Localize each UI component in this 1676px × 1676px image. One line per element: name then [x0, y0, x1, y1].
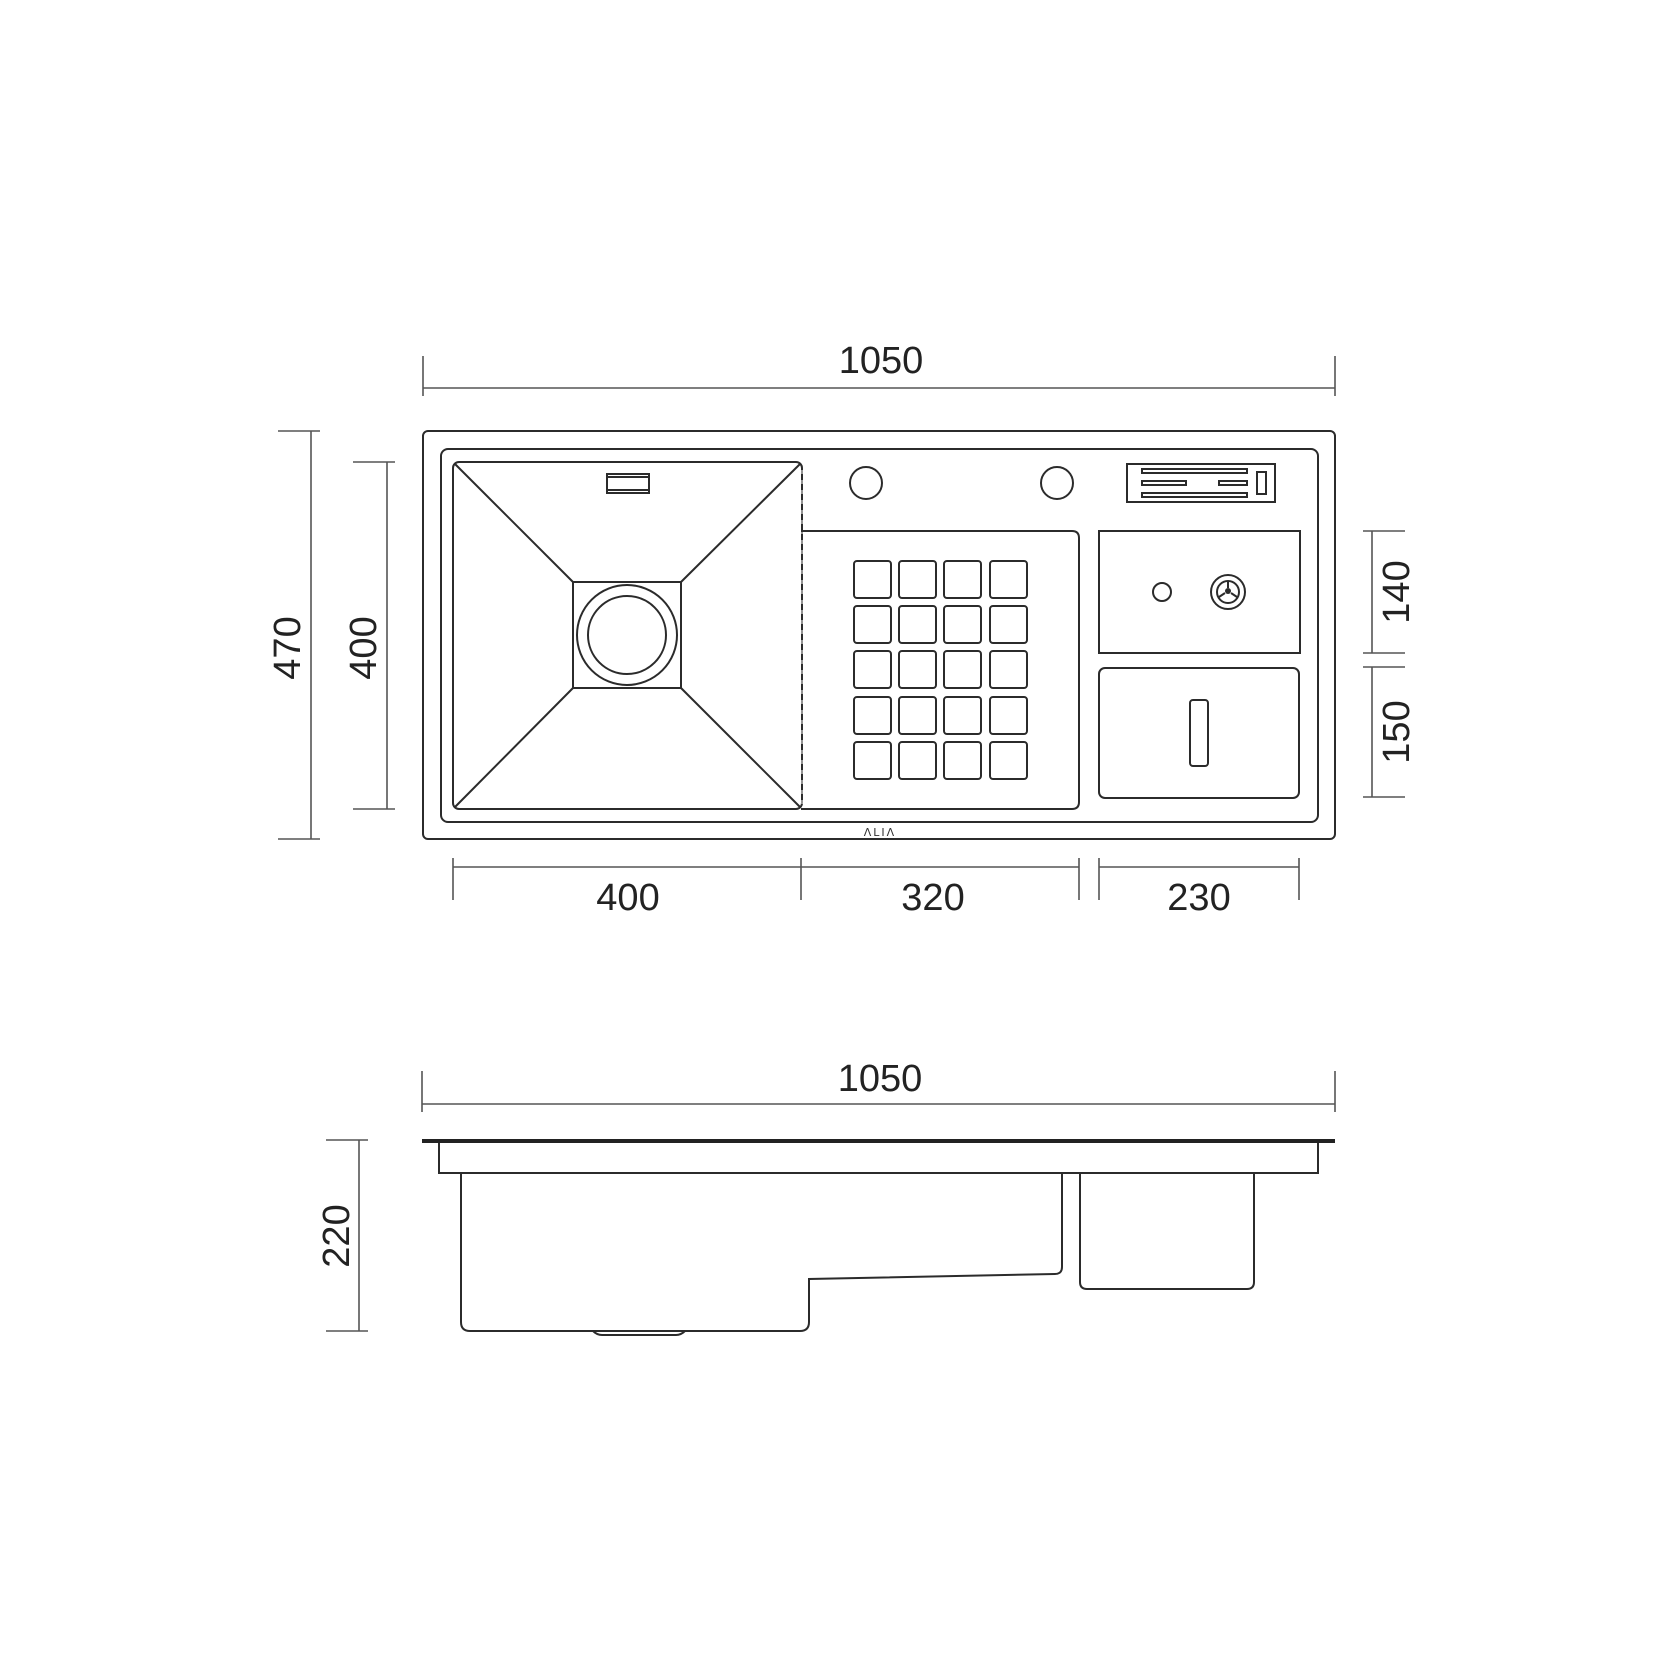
main-bowl-profile: [460, 1173, 1063, 1332]
dim-label-1050-side: 1050: [838, 1058, 923, 1100]
strainer-icon: [1210, 574, 1246, 610]
dim-lower-compartment: 150: [1363, 666, 1418, 798]
dim-label-320: 320: [901, 877, 964, 919]
lower-compartment-slot: [1189, 699, 1209, 767]
dim-label-220: 220: [316, 1204, 358, 1267]
brand-logo: ΛLIΛ: [864, 826, 896, 839]
inner-frame: [440, 448, 1319, 823]
small-hole: [1152, 582, 1172, 602]
dim-bowl-width: 400: [452, 858, 802, 919]
drainboard-grid: [853, 560, 1028, 780]
dim-label-1050-top: 1050: [839, 340, 924, 382]
dim-label-150: 150: [1376, 700, 1418, 763]
flange: [438, 1143, 1319, 1174]
dim-label-140: 140: [1376, 560, 1418, 623]
dim-drainboard-width: 320: [801, 858, 1080, 919]
upper-compartment: [1098, 530, 1301, 654]
dim-label-400-horizontal: 400: [596, 877, 659, 919]
main-bowl: [452, 461, 803, 810]
drainboard: [801, 530, 1080, 810]
top-view: 1050 470 400: [267, 340, 1418, 919]
dim-height: 220: [316, 1139, 368, 1332]
tap-hole-2: [1040, 466, 1074, 500]
dim-overall-width-side: 1050: [421, 1058, 1336, 1112]
overflow-slot: [606, 473, 650, 494]
dim-label-230: 230: [1167, 877, 1230, 919]
dim-side-compartment-width: 230: [1098, 858, 1300, 919]
dim-label-400-vertical: 400: [343, 616, 385, 679]
dim-overall-width-top: 1050: [422, 340, 1336, 396]
drain-bump: [592, 1330, 686, 1336]
lower-compartment: [1098, 667, 1300, 799]
dim-upper-compartment: 140: [1363, 530, 1418, 654]
outer-rim: [422, 430, 1336, 840]
drain-icon: [572, 581, 682, 689]
knife-holder-icon: [1126, 463, 1276, 503]
dim-label-470: 470: [267, 616, 309, 679]
side-view: 1050 220: [316, 1058, 1336, 1336]
dim-overall-depth: 470: [267, 430, 320, 840]
dim-bowl-depth: 400: [343, 461, 395, 810]
tap-hole-1: [849, 466, 883, 500]
small-bowl-profile: [1079, 1173, 1255, 1290]
